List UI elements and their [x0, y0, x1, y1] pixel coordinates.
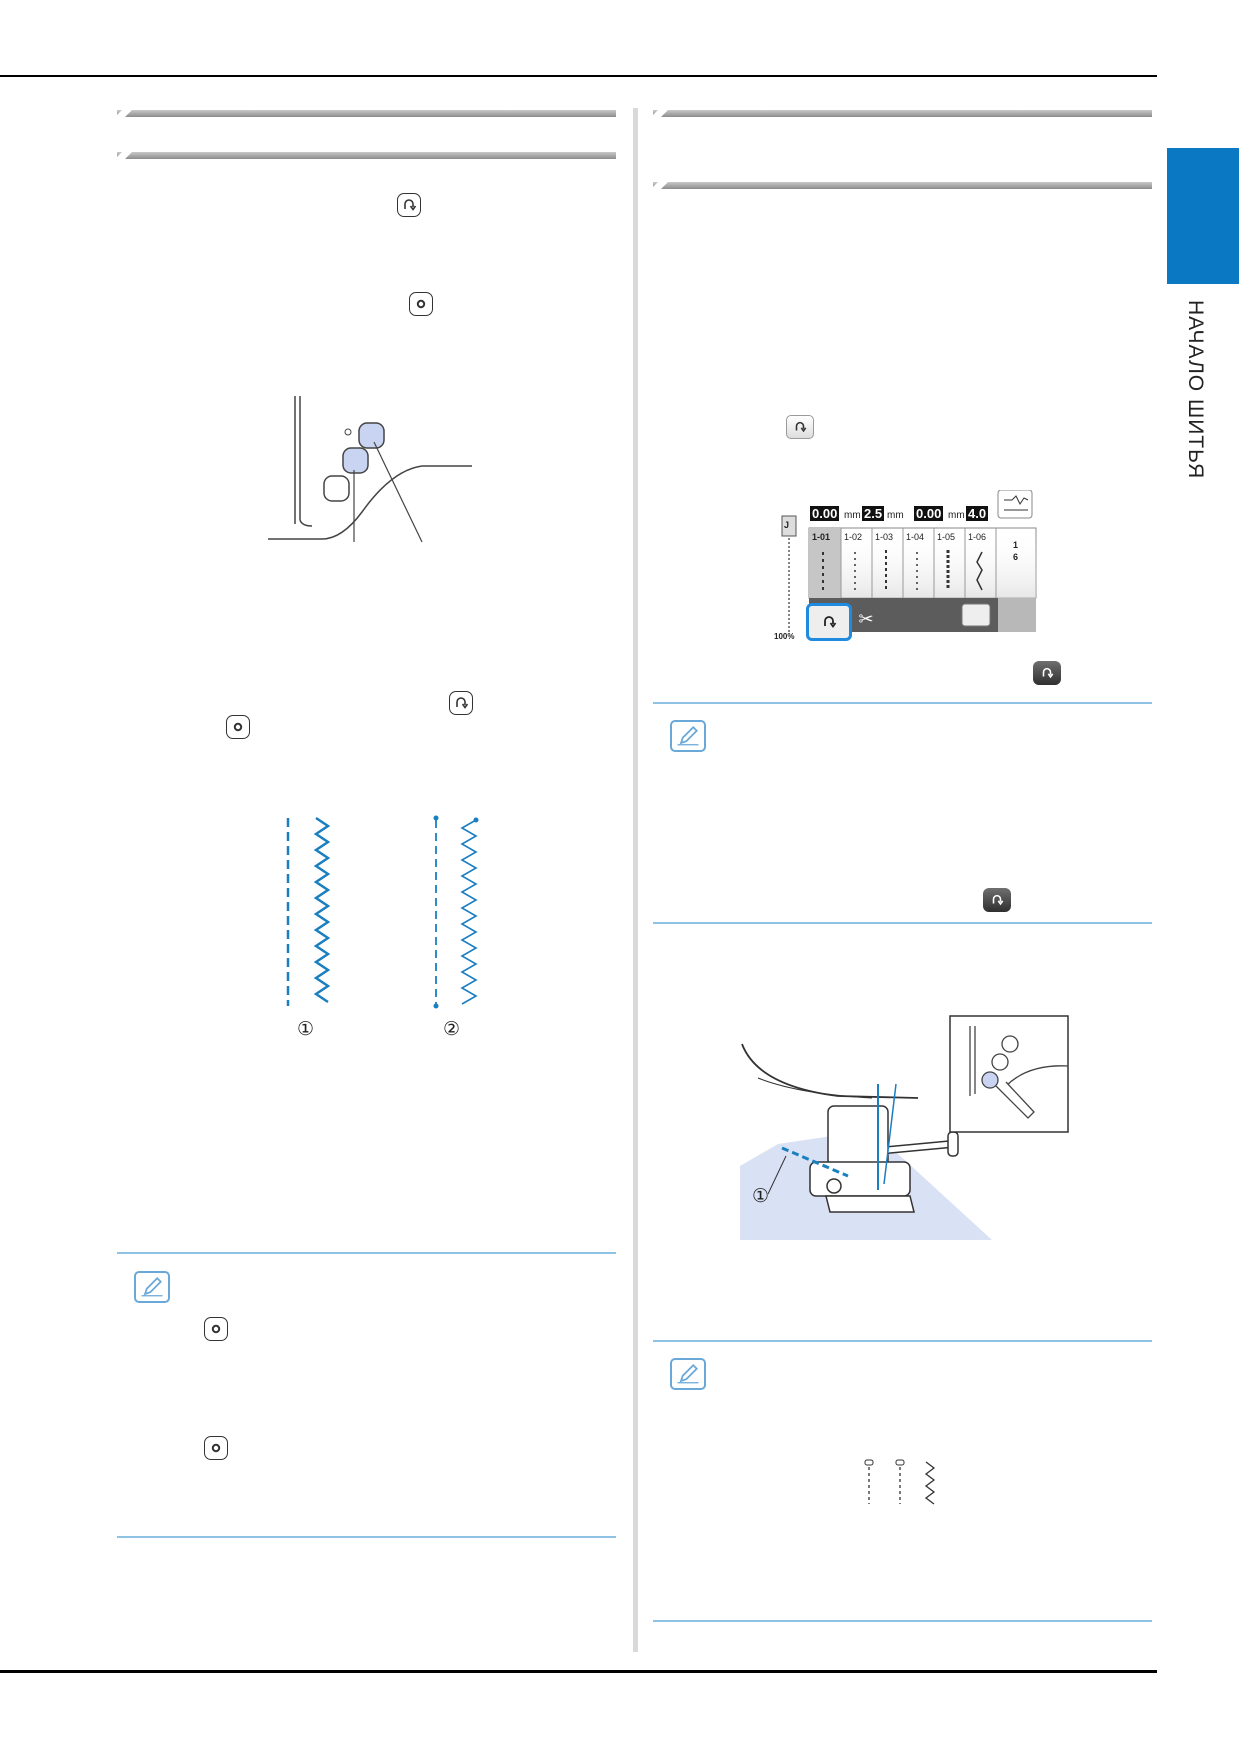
stitch-samples-figure	[286, 815, 479, 1009]
memo-bottom-rule	[653, 922, 1152, 924]
reverse-stitch-lcd-icon	[786, 415, 814, 439]
lcd-width-unit: mm	[844, 510, 861, 521]
reverse-stitch-icon	[449, 691, 473, 715]
stitch-pattern-icons	[864, 1459, 936, 1505]
lcd-stitch-cell[interactable]: 1-03	[875, 532, 894, 542]
scissors-icon[interactable]: ✂	[858, 608, 874, 629]
reverse-stitch-dark-icon	[983, 888, 1011, 912]
lcd-offset-value: 0.00	[914, 506, 944, 521]
section-heading-bar	[117, 152, 616, 159]
reverse-stitch-icon	[397, 193, 421, 217]
presser-foot-figure	[740, 1015, 1069, 1240]
figure-label-1: ①	[297, 1019, 315, 1040]
memo-pencil-icon	[134, 1271, 170, 1303]
lcd-page-total: 6	[1013, 552, 1019, 562]
chapter-tab[interactable]	[1167, 148, 1239, 284]
lcd-stitch-cell[interactable]: 1-04	[906, 532, 925, 542]
section-heading-bar	[653, 110, 1152, 117]
chapter-tab-label: НАЧАЛО ШИТЬЯ	[1184, 300, 1207, 480]
lcd-page-current: 1	[1013, 540, 1019, 550]
lcd-speed: 100%	[774, 632, 795, 641]
memo-pencil-icon	[670, 720, 706, 752]
lcd-offset-unit: mm	[948, 510, 965, 521]
lcd-stitch-cell[interactable]: 1-06	[968, 532, 987, 542]
memo-top-rule	[117, 1252, 616, 1254]
lcd-length-value: 2.5	[862, 506, 885, 521]
lcd-stitch-cell[interactable]: 1-05	[937, 532, 956, 542]
reverse-stitch-dark-icon	[1033, 661, 1061, 685]
lcd-tension-value: 4.0	[966, 506, 989, 521]
lcd-screen: 0.00 mm 2.5 mm 0.00 mm 4.0 J 1-01 1-02 1…	[772, 490, 1038, 644]
memo-pencil-icon	[670, 1358, 706, 1390]
reinforcement-stitch-icon	[409, 292, 433, 316]
machine-buttons-figure	[268, 396, 472, 543]
bottom-rule	[0, 1670, 1157, 1673]
memo-top-rule	[653, 702, 1152, 704]
memo-top-rule	[653, 1340, 1152, 1342]
section-heading-bar	[653, 182, 1152, 189]
memo-bottom-rule	[653, 1620, 1152, 1622]
lcd-stitch-cell[interactable]: 1-01	[812, 532, 831, 542]
lcd-length-unit: mm	[887, 510, 904, 521]
reinforcement-stitch-icon	[204, 1317, 228, 1341]
memo-bottom-rule	[117, 1536, 616, 1538]
lcd-reverse-button[interactable]	[806, 603, 852, 641]
reverse-stitch-icon	[824, 616, 837, 629]
reinforcement-stitch-icon	[204, 1436, 228, 1460]
lcd-foot-label: J	[784, 520, 790, 530]
reinforcement-stitch-icon	[226, 715, 250, 739]
lcd-width-value: 0.00	[810, 506, 840, 521]
figure-label-1: ①	[752, 1186, 770, 1207]
figure-label-2: ②	[443, 1019, 461, 1040]
top-rule	[0, 75, 1157, 77]
lcd-stitch-cell[interactable]: 1-02	[844, 532, 863, 542]
column-divider	[633, 108, 638, 1652]
section-heading-bar	[117, 110, 616, 117]
